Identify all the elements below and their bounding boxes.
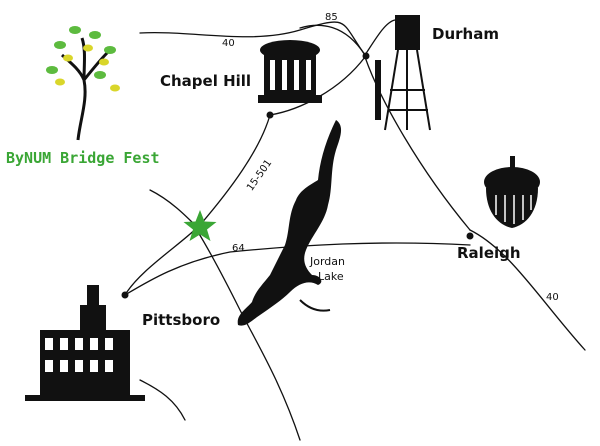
city-dot-raleigh [466,232,474,240]
ground-line [139,379,186,421]
city-label-durham: Durham [432,25,499,43]
road-durham-raleigh [364,56,471,231]
city-dot-pittsboro [121,291,129,299]
jordan-lake-inlet [299,299,331,312]
jordan-lake-shape [237,120,342,326]
water-tower-icon [375,15,431,131]
highway-label-i85: 85 [325,12,338,23]
tree-icon [46,26,120,141]
lake-label-line2: Lake [318,270,344,283]
city-label-chapel-hill: Chapel Hill [160,72,252,90]
road-star-south [197,231,301,441]
road-64 [124,242,471,296]
road-15-501 [124,114,271,296]
lake-label-line1: Jordan [310,255,345,268]
highway-label-i40-east: 40 [546,292,559,303]
acorn-icon [484,156,540,228]
old-well-icon [258,40,322,103]
city-label-pittsboro: Pittsboro [142,311,221,329]
city-dot-durham [362,52,370,60]
road-i40-west [139,21,366,56]
courthouse-icon [25,285,145,401]
road-i40-east [469,229,586,351]
fest-title: ByNUM Bridge Fest [6,149,160,167]
highway-label-i40-west: 40 [222,38,235,49]
city-label-raleigh: Raleigh [457,244,521,262]
star-icon [183,210,217,241]
highway-label-64: 64 [232,243,245,254]
city-dot-chapel-hill [266,111,274,119]
